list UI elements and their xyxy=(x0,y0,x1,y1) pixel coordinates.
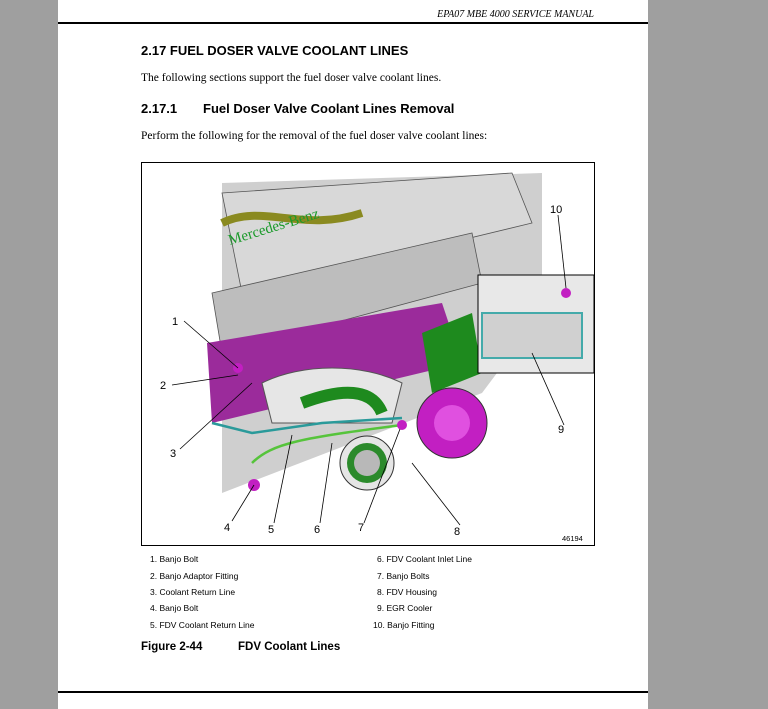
section-intro: The following sections support the fuel … xyxy=(141,72,442,84)
manual-page: EPA07 MBE 4000 SERVICE MANUAL 2.17 FUEL … xyxy=(58,0,648,709)
figure-title: FDV Coolant Lines xyxy=(238,641,341,653)
callout-9: 9 xyxy=(558,424,564,436)
legend-item: 5. FDV Coolant Return Line xyxy=(150,620,255,630)
legend-item: 3. Coolant Return Line xyxy=(150,587,236,597)
callout-10: 10 xyxy=(550,204,562,216)
callout-3: 3 xyxy=(170,448,176,460)
subsection-number: 2.17.1 xyxy=(141,101,178,116)
callout-2: 2 xyxy=(160,380,166,392)
figure-number: Figure 2-44 xyxy=(141,641,203,653)
callout-8: 8 xyxy=(454,526,460,538)
legend-item: 10. Banjo Fitting xyxy=(373,620,435,630)
callout-5: 5 xyxy=(268,524,274,536)
footer-rule xyxy=(58,691,648,693)
subsection-title: Fuel Doser Valve Coolant Lines Removal xyxy=(203,101,455,116)
legend-item: 4. Banjo Bolt xyxy=(150,603,199,613)
legend-item: 6. FDV Coolant Inlet Line xyxy=(377,554,472,564)
callout-6: 6 xyxy=(314,524,320,536)
legend-item: 8. FDV Housing xyxy=(377,587,437,597)
legend-item: 9. EGR Cooler xyxy=(377,603,433,613)
callout-1: 1 xyxy=(172,316,178,328)
engine-illustration: Mercedes-Benz 1 2 3 4 5 6 7 8 9 10 46194 xyxy=(141,162,595,546)
header-rule xyxy=(58,22,648,24)
callout-7: 7 xyxy=(358,522,364,534)
callout-4: 4 xyxy=(224,522,230,534)
subsection-intro: Perform the following for the removal of… xyxy=(141,130,488,142)
figure-id-number: 46194 xyxy=(562,534,583,543)
legend-item: 2. Banjo Adaptor Fitting xyxy=(150,571,239,581)
legend-item: 1. Banjo Bolt xyxy=(150,554,199,564)
section-title: 2.17 FUEL DOSER VALVE COOLANT LINES xyxy=(141,43,409,58)
running-header: EPA07 MBE 4000 SERVICE MANUAL xyxy=(437,9,594,20)
engine-drawing: Mercedes-Benz 1 2 3 4 5 6 7 8 9 10 46194 xyxy=(142,163,594,545)
legend-item: 7. Banjo Bolts xyxy=(377,571,430,581)
subsection-heading: 2.17.1 Fuel Doser Valve Coolant Lines Rem… xyxy=(141,101,454,116)
